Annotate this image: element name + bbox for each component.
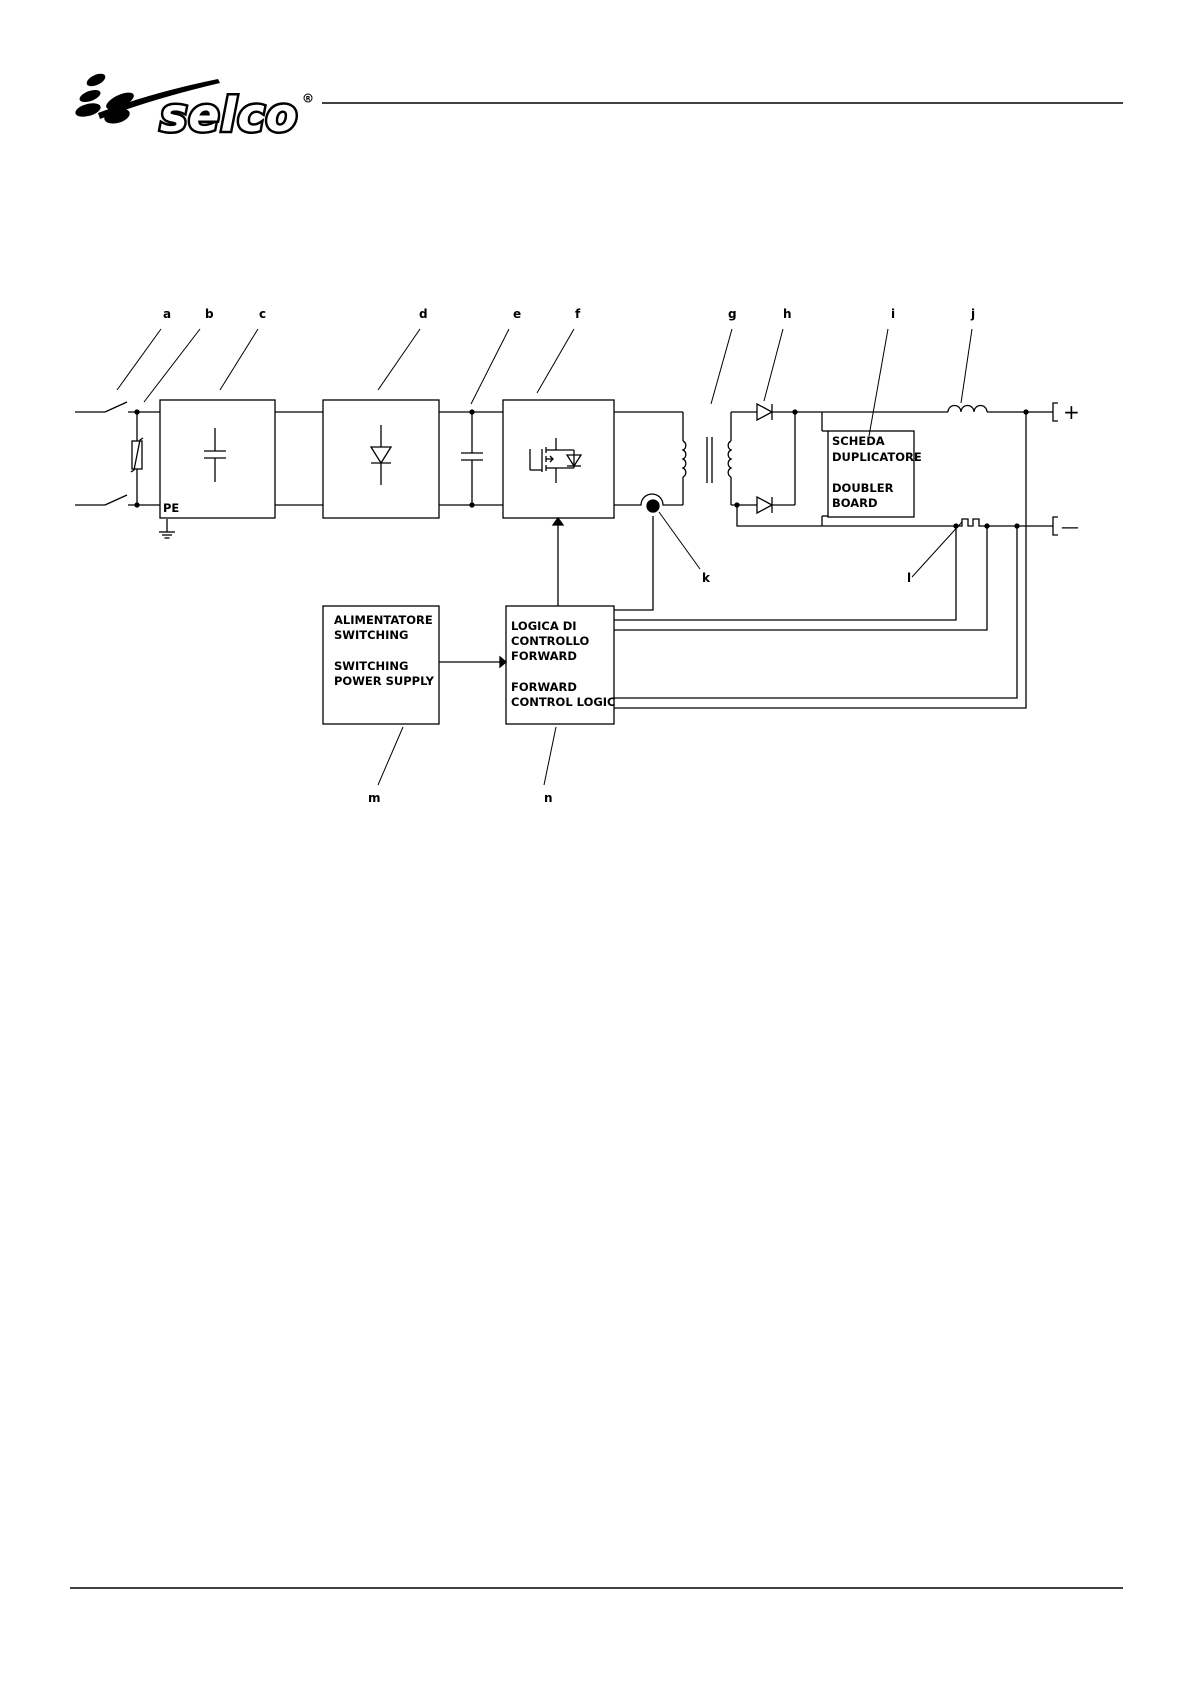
logic-line-6: CONTROL LOGIC [511,695,616,709]
callout-g: g [728,307,737,321]
callout-h: h [783,307,792,321]
psu-line-5: POWER SUPPLY [334,674,435,688]
arrow-up-icon [553,518,563,525]
callout-j: j [970,307,975,321]
callout-m: m [368,791,381,805]
callout-e: e [513,307,521,321]
main-switch [75,402,160,505]
logic-line-2: CONTROLLO [511,634,590,648]
psu-line-4: SWITCHING [334,659,409,673]
callout-d: d [419,307,428,321]
block-diagram [75,329,1058,785]
varistor [131,410,143,507]
callout-labels: a b c d e f g h i j k l m n [163,307,975,805]
output-inductor [948,403,1058,421]
arrow-right-icon [500,657,506,667]
callout-leaders [117,329,972,785]
dc-link-capacitor [461,410,483,507]
callout-a: a [163,307,171,321]
switching-power-supply-text: ALIMENTATORE SWITCHING SWITCHING POWER S… [334,613,435,688]
doubler-line-1: SCHEDA [832,434,885,448]
logo-wordmark: selco [160,88,298,142]
input-filter-block [160,400,323,518]
callout-i: i [891,307,895,321]
logic-line-5: FORWARD [511,680,577,694]
forward-control-logic-text: LOGICA DI CONTROLLO FORWARD FORWARD CONT… [511,619,616,709]
callout-b: b [205,307,214,321]
output-rectifier [731,404,822,526]
callout-f: f [575,307,581,321]
pe-label: PE [163,501,179,515]
ground-icon [159,519,175,538]
doubler-line-2: DUPLICATORE [832,450,922,464]
transformer [683,412,731,505]
logic-line-3: FORWARD [511,649,577,663]
callout-n: n [544,791,553,805]
psu-line-2: SWITCHING [334,628,409,642]
callout-k: k [702,571,711,585]
registered-mark-icon: R [304,94,312,103]
psu-line-1: ALIMENTATORE [334,613,433,627]
terminal-minus: — [1061,517,1079,538]
svg-text:R: R [306,96,311,103]
feedback-wiring [614,412,1026,708]
callout-l: l [907,571,911,585]
doubler-board-text: SCHEDA DUPLICATORE DOUBLER BOARD [832,434,922,510]
terminal-plus: + [1063,400,1080,424]
rectifier-block [323,400,503,518]
callout-c: c [259,307,266,321]
doubler-line-5: BOARD [832,496,878,510]
doubler-line-4: DOUBLER [832,481,894,495]
logic-line-1: LOGICA DI [511,619,577,633]
current-shunt [954,517,1058,535]
selco-logo: selco R [74,71,312,142]
current-sensor [647,500,659,512]
